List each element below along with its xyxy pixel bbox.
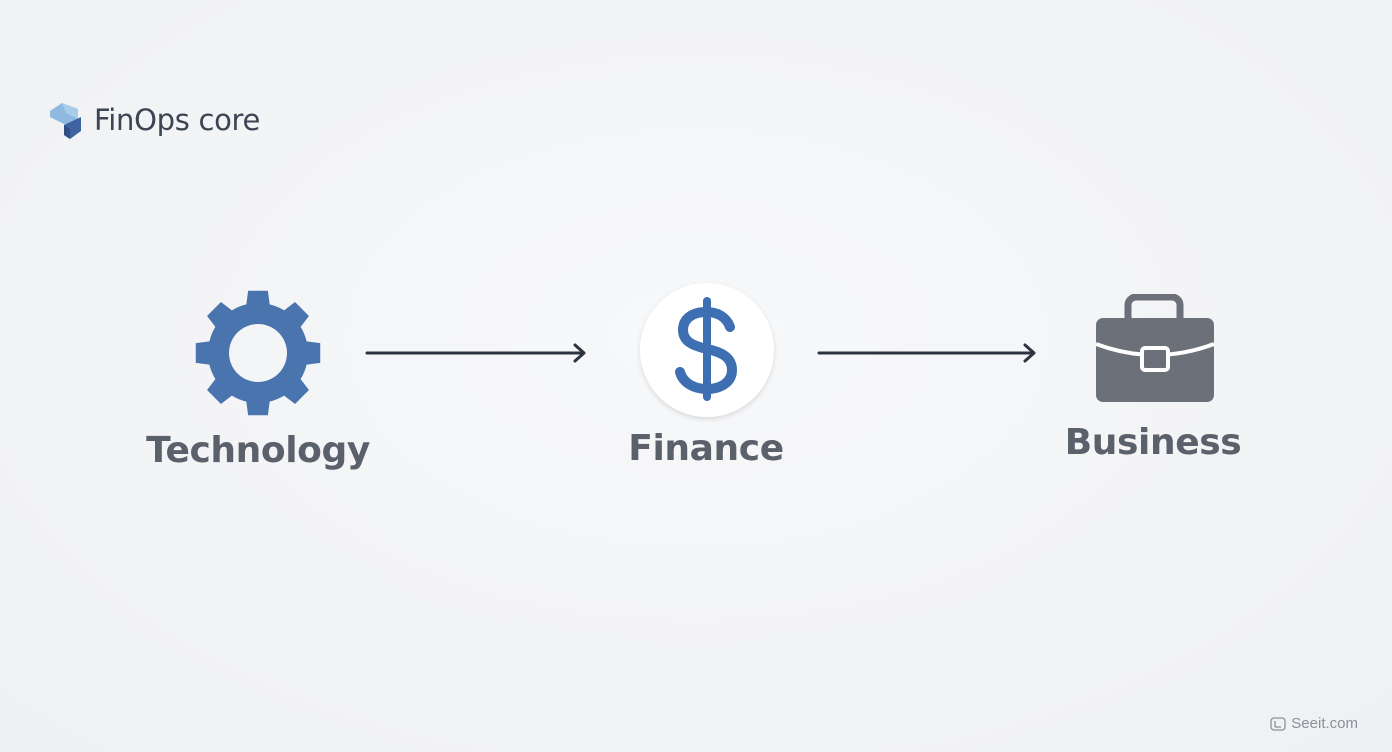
node-label-technology: Technology bbox=[146, 430, 370, 471]
node-finance bbox=[636, 281, 778, 423]
gear-icon bbox=[195, 290, 321, 416]
node-business bbox=[1094, 294, 1216, 404]
stacked-cube-logo-icon bbox=[50, 103, 81, 139]
arrow-finance-to-business bbox=[817, 343, 1036, 363]
arrow-technology-to-finance bbox=[365, 343, 586, 363]
watermark-text: Seeit.com bbox=[1291, 715, 1358, 732]
brand-header: FinOps core bbox=[48, 98, 260, 142]
node-label-finance: Finance bbox=[628, 428, 784, 469]
node-label-business: Business bbox=[1064, 422, 1242, 463]
dollar-sign-icon bbox=[640, 283, 774, 417]
briefcase-icon bbox=[1095, 294, 1215, 402]
page-title: FinOps core bbox=[94, 103, 261, 137]
watermark-logo-icon bbox=[1270, 716, 1286, 731]
node-technology bbox=[194, 289, 322, 417]
watermark: Seeit.com bbox=[1270, 715, 1358, 732]
